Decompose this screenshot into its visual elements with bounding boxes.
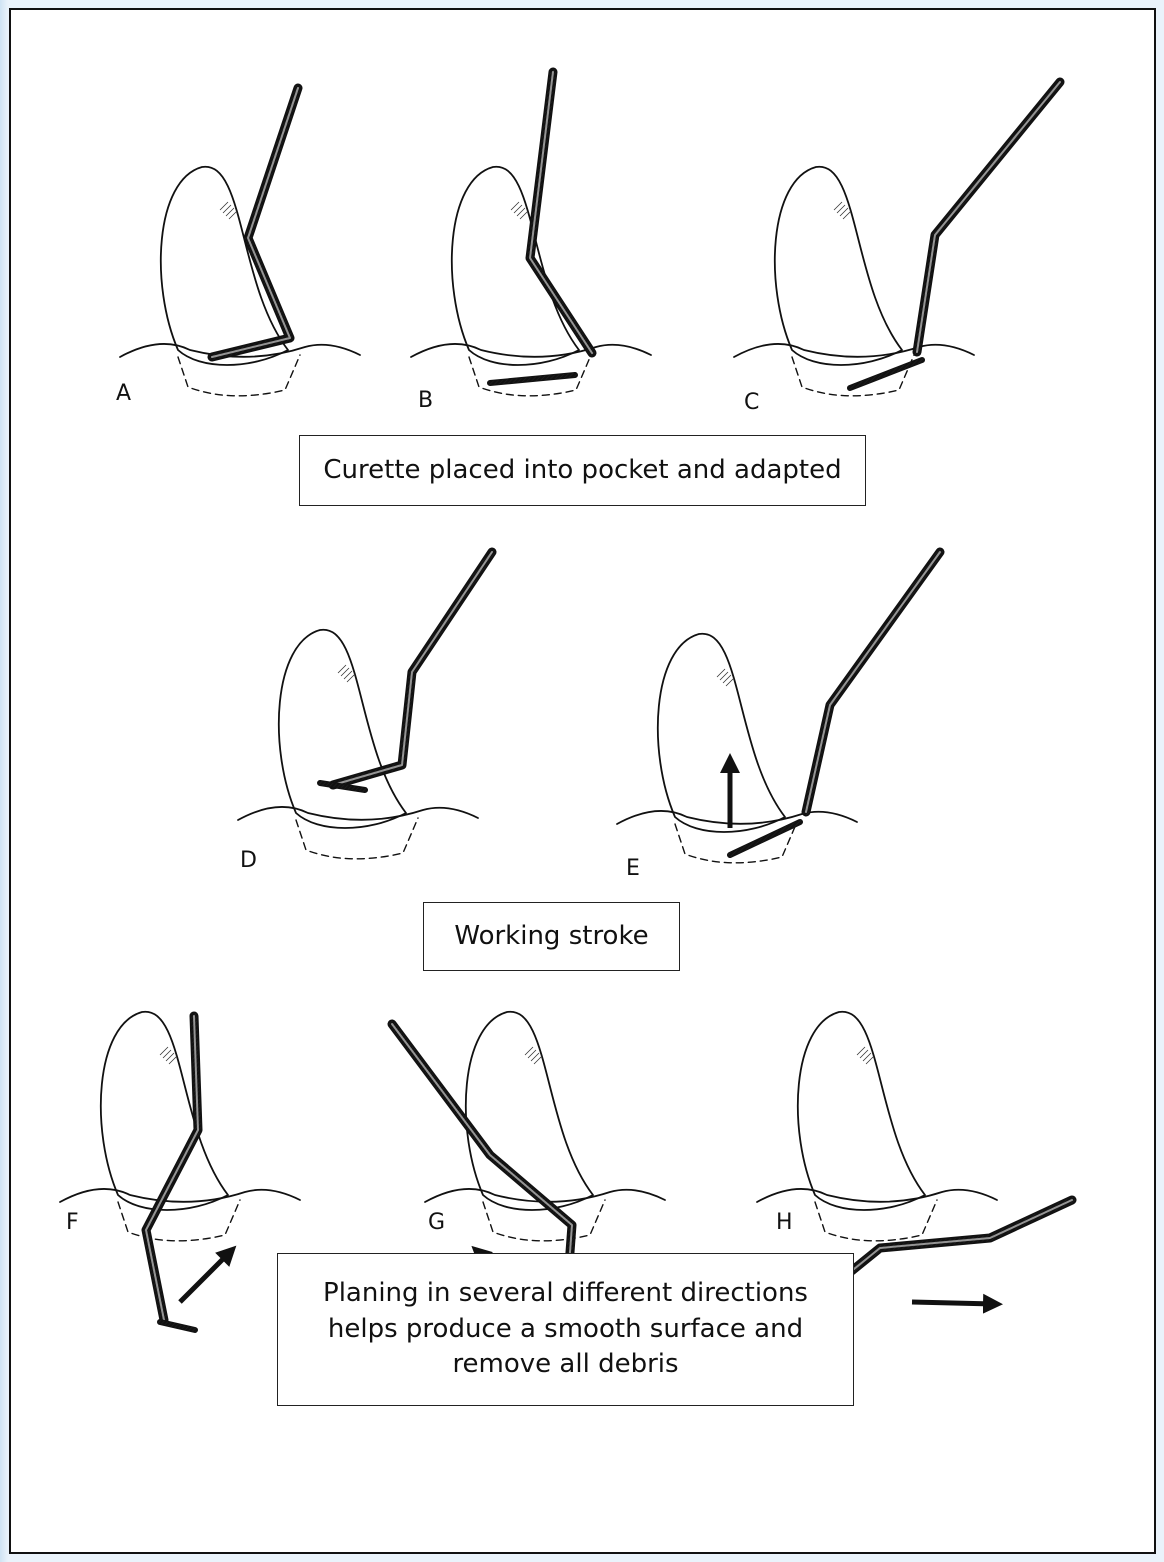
stroke-direction-arrow bbox=[180, 1252, 230, 1302]
panel-label-c: C bbox=[744, 392, 759, 414]
stroke-direction-arrow bbox=[912, 1302, 994, 1304]
caption-placement-text: Curette placed into pocket and adapted bbox=[323, 453, 841, 489]
tooth-crown bbox=[452, 167, 579, 365]
caption-planing: Planing in several different directions … bbox=[277, 1253, 854, 1406]
panel-b-drawing bbox=[411, 72, 651, 396]
tooth-crown bbox=[798, 1012, 925, 1210]
panel-f-drawing bbox=[60, 1012, 300, 1330]
tooth-crown bbox=[161, 167, 288, 365]
caption-placement: Curette placed into pocket and adapted bbox=[299, 435, 866, 506]
gingiva-line bbox=[411, 344, 651, 357]
caption-planing-line-2: helps produce a smooth surface and bbox=[323, 1312, 808, 1348]
curette-shank-highlight bbox=[917, 82, 1060, 352]
panel-label-a: A bbox=[116, 383, 131, 405]
panel-d-drawing bbox=[238, 552, 492, 859]
panel-label-b: B bbox=[418, 390, 433, 412]
panel-a-drawing bbox=[120, 88, 360, 396]
curette-shank bbox=[838, 1200, 1072, 1340]
caption-working-stroke: Working stroke bbox=[423, 902, 680, 971]
curette-shank-highlight bbox=[806, 552, 940, 812]
curette-shank bbox=[806, 552, 940, 812]
gingiva-line bbox=[60, 1189, 300, 1202]
tooth-crown bbox=[466, 1012, 593, 1210]
gingiva-line bbox=[734, 344, 974, 357]
panel-e-drawing bbox=[617, 552, 940, 863]
gingiva-line bbox=[238, 807, 478, 820]
curette-shank-hatch bbox=[146, 1016, 198, 1320]
panel-label-e: E bbox=[626, 858, 640, 880]
panel-label-f: F bbox=[66, 1212, 79, 1234]
caption-working-stroke-text: Working stroke bbox=[454, 919, 648, 955]
caption-planing-line-3: remove all debris bbox=[323, 1347, 808, 1383]
panel-label-d: D bbox=[240, 850, 257, 872]
curette-shank-hatch bbox=[806, 552, 940, 812]
tooth-crown bbox=[101, 1012, 228, 1210]
gingiva-line bbox=[617, 811, 857, 824]
tooth-crown bbox=[775, 167, 902, 365]
curette-shank bbox=[917, 82, 1060, 352]
panel-label-h: H bbox=[776, 1212, 793, 1234]
gingiva-line bbox=[757, 1189, 997, 1202]
tooth-crown bbox=[279, 630, 406, 828]
panel-label-g: G bbox=[428, 1212, 445, 1234]
tooth-crown bbox=[658, 634, 785, 832]
panel-c-drawing bbox=[734, 82, 1060, 396]
curette-shank-hatch bbox=[917, 82, 1060, 352]
caption-planing-line-1: Planing in several different directions bbox=[323, 1276, 808, 1312]
teeth-layer bbox=[60, 72, 1072, 1340]
